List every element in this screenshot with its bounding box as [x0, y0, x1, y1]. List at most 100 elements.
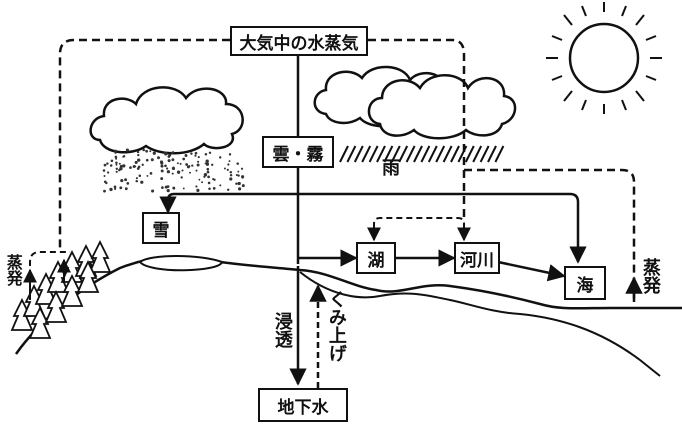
rain-stroke [405, 145, 416, 163]
snow-dot [196, 188, 200, 192]
snow-dot [115, 157, 118, 160]
snow-dot [167, 185, 170, 188]
ground-profile [14, 255, 682, 355]
atmosphere-loop-left [58, 38, 230, 250]
rain-stroke [361, 145, 372, 163]
snow-dot [141, 163, 144, 166]
snow-dot [195, 169, 198, 172]
snow-dot [124, 187, 128, 191]
snow-dot [228, 160, 231, 163]
snow-dot [172, 167, 175, 170]
snow-dot [119, 186, 123, 190]
rain-stroke [427, 145, 438, 163]
snow-dot [109, 187, 113, 192]
snow-dot [160, 169, 164, 173]
rain-stroke [435, 145, 446, 163]
snow-dot [149, 150, 152, 153]
snow-dot [120, 179, 124, 183]
rain-stroke [346, 145, 357, 163]
snow-dot [103, 163, 107, 167]
snow-dot [211, 163, 214, 166]
snow-dot [195, 185, 198, 188]
snow-dot [165, 167, 169, 170]
snow-dot [180, 176, 183, 179]
snow-dot [166, 188, 170, 193]
snow-dot [150, 158, 154, 162]
rain-stroke [339, 145, 349, 163]
snow-dot [160, 164, 164, 168]
pumping-label: くみ上げ [325, 290, 347, 362]
snow-dot [140, 180, 144, 184]
snow-dot [229, 173, 233, 177]
atmosphere-node: 大気中の水蒸気 [230, 26, 368, 56]
snow-dot [189, 171, 191, 174]
rain-stroke [398, 145, 409, 163]
snowfall-dots [102, 148, 245, 193]
snow-dot [114, 149, 117, 153]
snow-dot [119, 164, 123, 168]
snow-dot [102, 169, 106, 172]
snow-dot [219, 156, 222, 159]
snow-dot [106, 162, 109, 165]
snow-dot [137, 158, 141, 162]
snow-dot [106, 171, 110, 174]
rain-stroke [450, 145, 460, 163]
snow-dot [182, 157, 186, 161]
forest-evaporation-loop [29, 251, 70, 296]
snow-dot [167, 159, 171, 163]
snow-dot [208, 151, 212, 155]
evaporation-left-label: 蒸発 [3, 254, 23, 286]
snow-patch [138, 255, 224, 272]
ground-lower-profile [299, 271, 661, 377]
snow-dot [110, 159, 114, 163]
cloud-right-front-icon [367, 74, 517, 140]
snow-dot [236, 162, 239, 165]
snow-dot [166, 170, 171, 174]
snow-dot [171, 158, 175, 162]
snow-dot [176, 162, 179, 165]
snow-dot [122, 155, 126, 158]
snow-dot [136, 150, 140, 154]
snow-dot [124, 178, 128, 182]
snow-dot [237, 174, 240, 177]
snow-dot [197, 156, 200, 159]
snow-dot [240, 167, 244, 170]
snow-dot [134, 165, 137, 168]
snow-dot [227, 163, 230, 166]
snow-dot [115, 161, 118, 165]
rain-stroke [413, 145, 423, 163]
forest-icon [10, 239, 112, 339]
snow-dot [109, 164, 113, 167]
snow-dot [135, 177, 138, 180]
snow-dot [118, 168, 121, 172]
snow-dot [137, 165, 141, 169]
atmosphere-loop-right [368, 38, 466, 218]
rain-stroke [390, 145, 401, 163]
lake-node: 湖 [356, 242, 396, 274]
snow-dot [171, 172, 174, 175]
snow-dot [198, 178, 201, 181]
rain-stroke [494, 145, 505, 163]
snow-dot [137, 153, 140, 157]
snow-dot [167, 155, 171, 158]
clouds-fog-node: 雲・霧 [262, 136, 334, 168]
snow-dot [161, 186, 164, 189]
snow-dot [228, 153, 232, 156]
snow-dot [114, 187, 117, 190]
snow-dot [138, 174, 142, 178]
snow-dot [204, 153, 208, 156]
snow-dot [197, 160, 200, 163]
snow-dot [206, 170, 210, 174]
snow-dot [204, 162, 207, 165]
snow-dot [188, 165, 191, 168]
sun-icon [546, 2, 662, 114]
snow-dot [207, 181, 211, 185]
snow-dot [146, 174, 149, 177]
snow-dot [184, 154, 188, 157]
snow-dot [205, 159, 209, 163]
snow-dot [164, 185, 168, 189]
rain-stroke [420, 145, 431, 163]
snow-dot [160, 161, 164, 165]
snow-dot [115, 163, 118, 166]
snow-dot [118, 162, 121, 165]
